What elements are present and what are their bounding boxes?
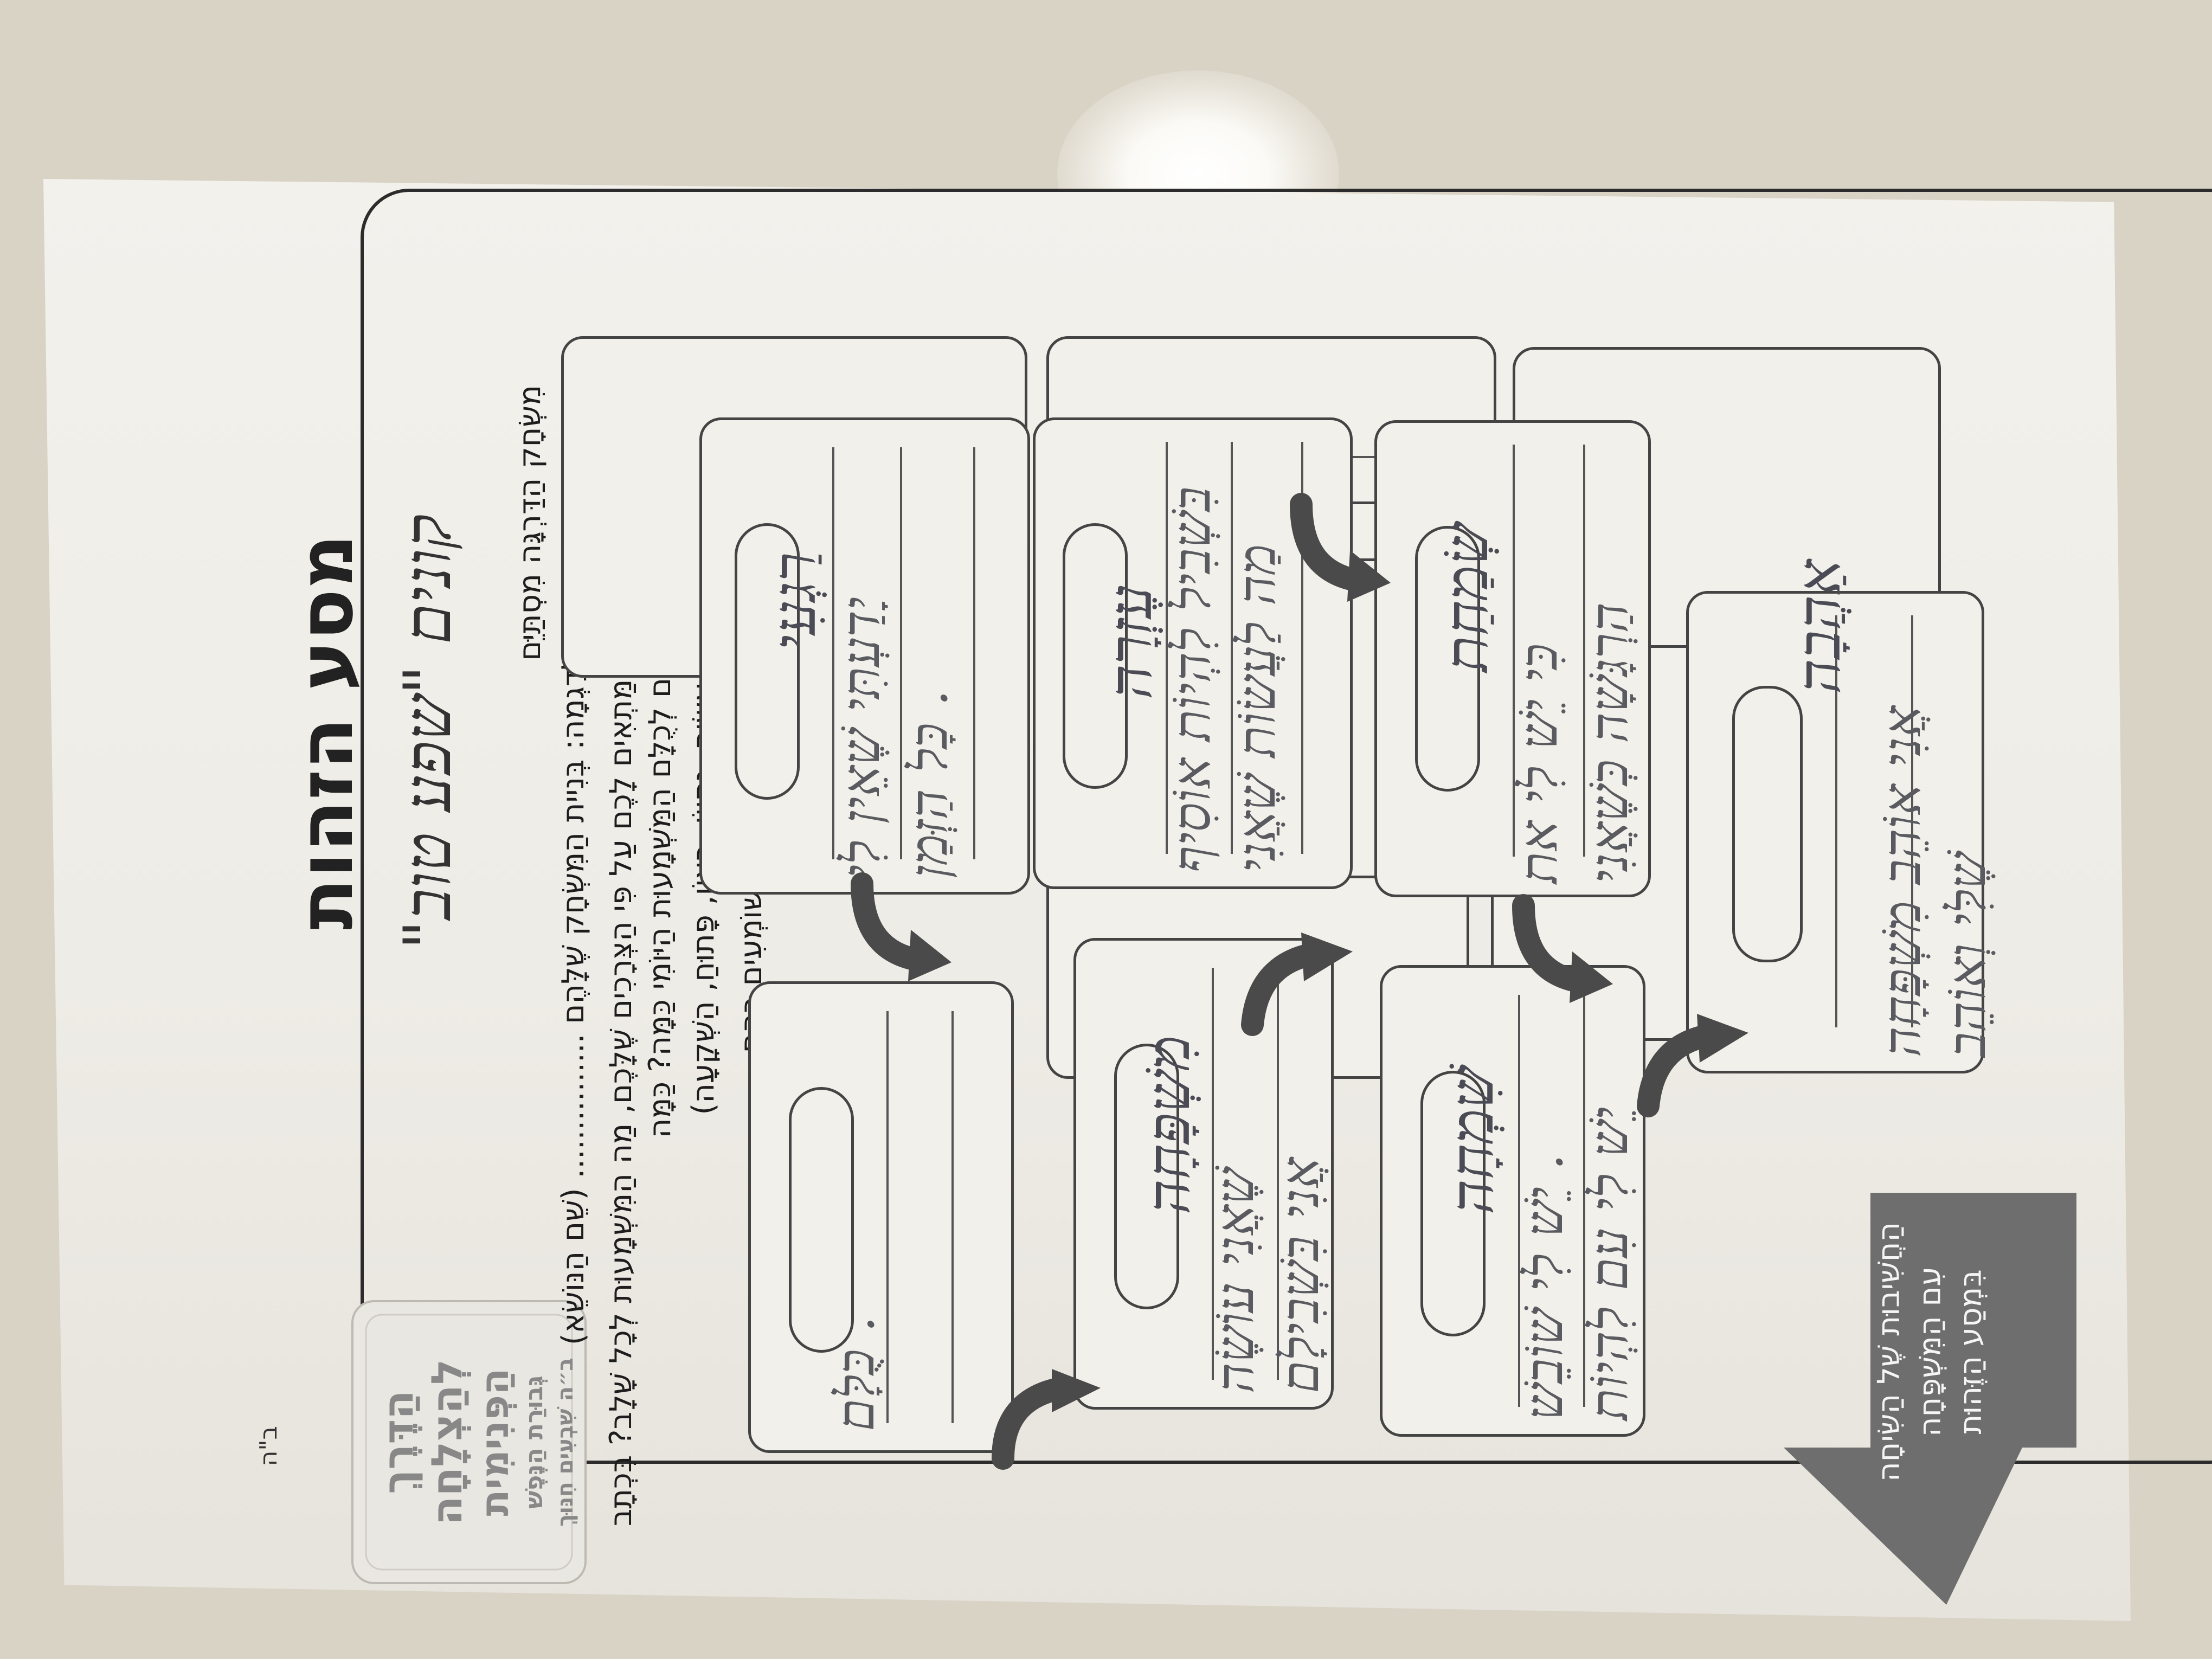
handwritten-line-e1: כִּי יֵשׁ לִי את — [1508, 643, 1569, 884]
answer-pill-a — [735, 523, 800, 800]
write-line-e2 — [1583, 445, 1585, 857]
handwritten-word-2: שְׂמַחַת — [1432, 523, 1501, 672]
arrow-5-icon — [1512, 894, 1613, 1003]
handwritten-line-a1: יָדַעְתִּי שֶׁאֵין לִי — [831, 596, 891, 878]
handwritten-line-d1: שֶׁאֲנִי עוֹשֶׂה — [1205, 1168, 1265, 1393]
write-line-g2 — [1911, 615, 1913, 1027]
banner-text: הַחֲשִׁיבוּת שֶׁל הַשִּׂיחָה עִם הַמִּשְ… — [1869, 1221, 1992, 1482]
big-arrow-icon — [1784, 1193, 2076, 1605]
answer-pill-g — [1732, 686, 1803, 962]
handwritten-word-6: רַגְעִי — [760, 552, 829, 651]
answer-pill-c — [1063, 523, 1128, 789]
answer-pill-f — [1420, 1071, 1486, 1336]
write-line-c3 — [1301, 442, 1303, 854]
arrow-1-icon — [851, 872, 951, 981]
write-line-f1 — [1518, 995, 1520, 1407]
worksheet-content: ב"ה מסע הזהות קונים "שפע טוב" הַדֶּרֶךְ … — [255, 98, 2212, 1584]
handwritten-word-1: אַהֲבָה — [1784, 560, 1854, 694]
banner-arrow: הַחֲשִׁיבוּת שֶׁל הַשִּׂיחָה עִם הַמִּשְ… — [1784, 1193, 2076, 1605]
box-top-left — [699, 417, 1030, 895]
program-logo: הַדֶּרֶךְ לְהַצְלָחָה הַפְּנִימִית גְּבו… — [342, 1290, 596, 1594]
write-line-f2 — [1583, 995, 1585, 1407]
handwritten-word-4: עֶזְרָה — [1096, 584, 1165, 699]
answer-pill-d — [1114, 1044, 1179, 1309]
handwritten-line-c1: בִּשְׁבִיל לִהְיוֹת אוֹסִיף — [1161, 486, 1222, 873]
handwritten-line-c2: מַה לַעֲשׂוֹת שֶׁאֲנִי — [1226, 544, 1287, 873]
write-line-c2 — [1231, 442, 1233, 854]
write-line-d2 — [1277, 968, 1279, 1380]
arrow-6-icon — [1637, 1014, 1748, 1117]
handwritten-word-5: מִשְׁפָּחָה — [1134, 1035, 1203, 1214]
handwritten-line-e2: הַרְגָּשָׁה כְּשֶׁאֲנִי — [1579, 602, 1639, 884]
arrow-2-icon — [992, 1369, 1101, 1470]
arrow-4-icon — [1290, 493, 1391, 602]
write-line-b1 — [886, 1011, 889, 1423]
answer-pill-e — [1415, 526, 1480, 792]
write-line-g1 — [1835, 615, 1837, 1027]
handwritten-line-a2: כָּל הַזְּמַן . — [898, 690, 959, 878]
write-line-a3 — [973, 447, 975, 859]
write-line-a2 — [900, 447, 902, 859]
write-line-d1 — [1212, 968, 1214, 1380]
logo-badge-icon — [351, 1300, 587, 1584]
answer-pill-b — [789, 1087, 854, 1353]
handwritten-line-f2: יֵשׁ לִי עִם לִהְיוֹת — [1579, 1107, 1639, 1420]
banner-line-3: בִּמְסַע הַזֶּהוּת — [1953, 1269, 1989, 1435]
arrow-3-icon — [1241, 933, 1353, 1036]
box-far-right — [1686, 591, 1984, 1073]
handwritten-line-g1: אֲנִי אוֹהֵב מִשְׁפָּחָה — [1872, 706, 1932, 1057]
handwritten-line-g2: שֶׁלִּי וְאוֹהֵב — [1937, 852, 1997, 1057]
box-bottom-middle — [1073, 938, 1334, 1410]
box-bottom-left — [748, 981, 1014, 1453]
handwritten-line-f1: יֵשׁ לִי שׁוֹבֵשׁ . — [1514, 1153, 1574, 1420]
write-line-b2 — [951, 1011, 954, 1423]
banner-line-2: עִם הַמִּשְׁפָּחָה — [1912, 1266, 1948, 1437]
write-line-e1 — [1513, 445, 1515, 857]
handwritten-word-3: שִׁמְחָה — [1437, 1066, 1507, 1214]
write-line-a1 — [832, 447, 834, 859]
write-line-c1 — [1166, 442, 1168, 854]
handwritten-line-d2: אֲנִי בִּשְׁבִילָם — [1270, 1158, 1330, 1393]
banner-line-1: הַחֲשִׁיבוּת שֶׁל הַשִּׂיחָה — [1871, 1221, 1907, 1482]
box-top-right — [1374, 420, 1651, 897]
box-bottom-right — [1380, 965, 1645, 1437]
handwritten-line-b1: כֻּלָּם . — [825, 1316, 886, 1431]
